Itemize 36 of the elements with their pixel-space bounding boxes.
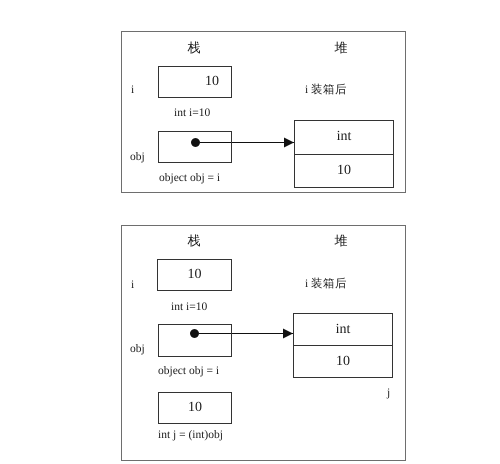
column-heading: 堆 (334, 233, 348, 249)
heap-object (294, 120, 394, 188)
reference-dot (191, 138, 200, 147)
column-heading: 栈 (188, 40, 200, 56)
reference-arrow (199, 328, 293, 338)
reference-arrow (200, 138, 294, 148)
slot-value: 10 (188, 400, 202, 416)
slot-value: 10 (205, 74, 219, 90)
boxing-note: i 装箱后 (305, 83, 348, 97)
reference-slot (158, 131, 232, 163)
stack-slot (157, 259, 232, 291)
memory-panel (121, 31, 406, 193)
column-heading: 栈 (188, 233, 200, 249)
slot-value: 10 (188, 267, 202, 283)
boxed-value: 10 (295, 154, 393, 187)
reference-dot (190, 329, 199, 338)
boxed-value: 10 (294, 345, 392, 377)
type-label: int (334, 320, 352, 338)
code-caption: int i=10 (174, 106, 210, 120)
memory-panel (121, 225, 406, 461)
variable-name: obj (130, 150, 145, 164)
variable-name: i (131, 278, 134, 292)
code-caption: int i=10 (171, 300, 208, 314)
reference-slot (158, 324, 232, 357)
code-caption: int j = (int)obj (158, 428, 223, 442)
code-caption: object obj = i (159, 171, 220, 185)
boxing-note: i 装箱后 (305, 277, 348, 291)
stack-slot (158, 66, 232, 98)
type-label: int (336, 128, 352, 146)
stack-slot (158, 392, 232, 424)
variable-name: j (387, 386, 390, 400)
code-caption: object obj = i (158, 364, 220, 378)
heap-object (293, 313, 393, 378)
column-heading: 堆 (334, 40, 348, 56)
variable-name: i (131, 83, 134, 97)
variable-name: obj (130, 342, 145, 356)
